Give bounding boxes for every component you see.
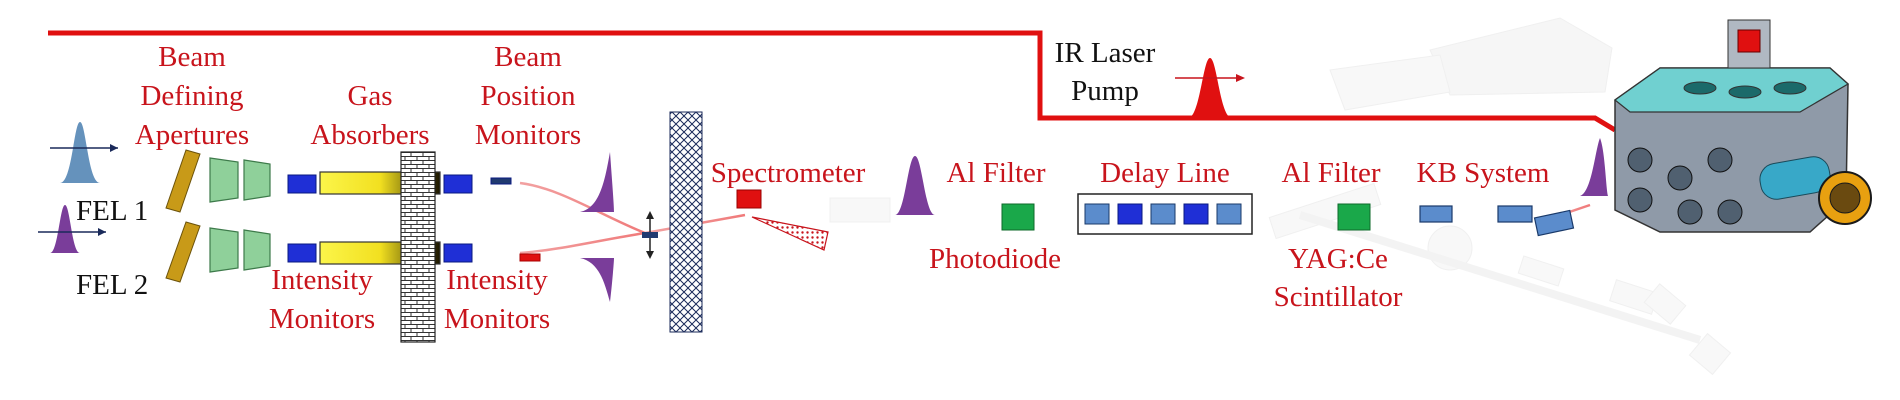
label-intensity-monitors-right-1: Intensity bbox=[446, 264, 548, 296]
label-ir-laser-pump-2: Pump bbox=[1071, 75, 1139, 107]
pulse-icon bbox=[895, 156, 935, 215]
ir-pump-pulse-icon bbox=[1175, 58, 1245, 118]
focused-pulse-icons bbox=[580, 152, 614, 302]
label-ir-laser-pump-1: IR Laser bbox=[1055, 37, 1156, 69]
label-kb-system: KB System bbox=[1417, 157, 1550, 189]
label-beam-position-monitors-1: Beam bbox=[494, 41, 562, 73]
label-fel1: FEL 1 bbox=[76, 195, 148, 227]
label-fel2: FEL 2 bbox=[76, 269, 148, 301]
label-spectrometer: Spectrometer bbox=[711, 157, 866, 189]
yag-scintillator-device bbox=[1337, 203, 1371, 231]
background-ghost-equipment bbox=[829, 17, 1732, 376]
label-intensity-monitors-left-1: Intensity bbox=[271, 264, 373, 296]
label-beam-defining-apertures-2: Defining bbox=[140, 80, 243, 112]
pulse-icon bbox=[1580, 138, 1608, 196]
ir-laser-path bbox=[48, 30, 1617, 133]
shielding-wall bbox=[400, 151, 436, 343]
label-beam-defining-apertures-3: Apertures bbox=[135, 119, 249, 151]
label-intensity-monitors-left-2: Monitors bbox=[269, 303, 375, 335]
label-yag-scintillator-2: Scintillator bbox=[1274, 281, 1403, 313]
intensity-monitor-blocks-left bbox=[287, 174, 317, 263]
intensity-monitor-blocks-right bbox=[443, 174, 541, 263]
delay-line-box bbox=[1077, 193, 1253, 235]
label-beam-defining-apertures-1: Beam bbox=[158, 41, 226, 73]
experimental-chamber-icon bbox=[1614, 19, 1872, 233]
fel1-pulse-icon bbox=[50, 122, 118, 183]
hatched-wall bbox=[669, 111, 703, 333]
label-yag-scintillator-1: YAG:Ce bbox=[1288, 243, 1388, 275]
label-beam-position-monitors-2: Position bbox=[480, 80, 576, 112]
absorber-wedges bbox=[209, 157, 271, 273]
label-photodiode: Photodiode bbox=[929, 243, 1061, 275]
label-al-filter-1: Al Filter bbox=[946, 157, 1045, 189]
spectrometer-device bbox=[736, 189, 829, 251]
label-delay-line: Delay Line bbox=[1100, 157, 1230, 189]
label-gas-absorbers-2: Absorbers bbox=[310, 119, 429, 151]
beam-switch-icon bbox=[642, 211, 658, 259]
label-beam-position-monitors-3: Monitors bbox=[475, 119, 581, 151]
photodiode-device bbox=[1001, 203, 1035, 231]
label-intensity-monitors-right-2: Monitors bbox=[444, 303, 550, 335]
label-al-filter-2: Al Filter bbox=[1281, 157, 1380, 189]
beam-defining-apertures bbox=[165, 149, 201, 283]
kb-system-mirrors bbox=[1419, 205, 1575, 237]
label-gas-absorbers-1: Gas bbox=[347, 80, 392, 112]
fel2-pulse-icon bbox=[38, 205, 106, 253]
